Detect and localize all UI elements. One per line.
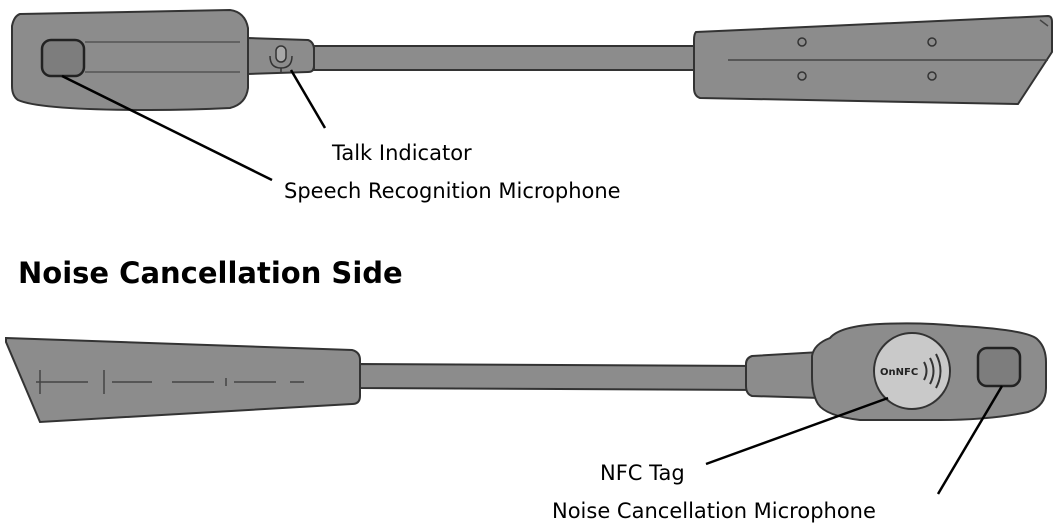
top-arm-edge <box>1039 19 1049 27</box>
nfc-tag-leader <box>705 396 889 466</box>
top-boom <box>11 8 1053 112</box>
noise-microphone-label: Noise Cancellation Microphone <box>552 499 876 523</box>
section-heading: Noise Cancellation Side <box>18 256 403 290</box>
top-arm-hole <box>927 71 937 81</box>
nfc-logo-text: OnNFC <box>880 367 918 378</box>
bottom-boom: OnNFC <box>5 322 1047 424</box>
top-housing-seam <box>85 41 240 73</box>
top-boom-rod <box>313 45 697 71</box>
talk-indicator-mic-icon <box>269 45 293 72</box>
top-arm-hole <box>797 71 807 81</box>
speech-microphone-label: Speech Recognition Microphone <box>284 179 621 203</box>
speech-microphone-port <box>40 38 86 78</box>
talk-indicator-label: Talk Indicator <box>331 141 472 165</box>
bottom-boom-rod <box>359 362 761 392</box>
nfc-tag-disc <box>873 332 951 410</box>
nfc-wireless-icon <box>923 353 942 389</box>
top-arm-hole <box>797 37 807 47</box>
talk-indicator-leader <box>289 69 327 129</box>
nfc-tag-label: NFC Tag <box>600 461 685 485</box>
bottom-neck-collar <box>745 350 821 400</box>
top-arm-hole <box>927 37 937 47</box>
noise-microphone-leader <box>936 385 1004 495</box>
bottom-left-arm <box>5 336 361 424</box>
noise-microphone-port <box>976 346 1022 388</box>
speech-microphone-leader <box>61 74 273 182</box>
